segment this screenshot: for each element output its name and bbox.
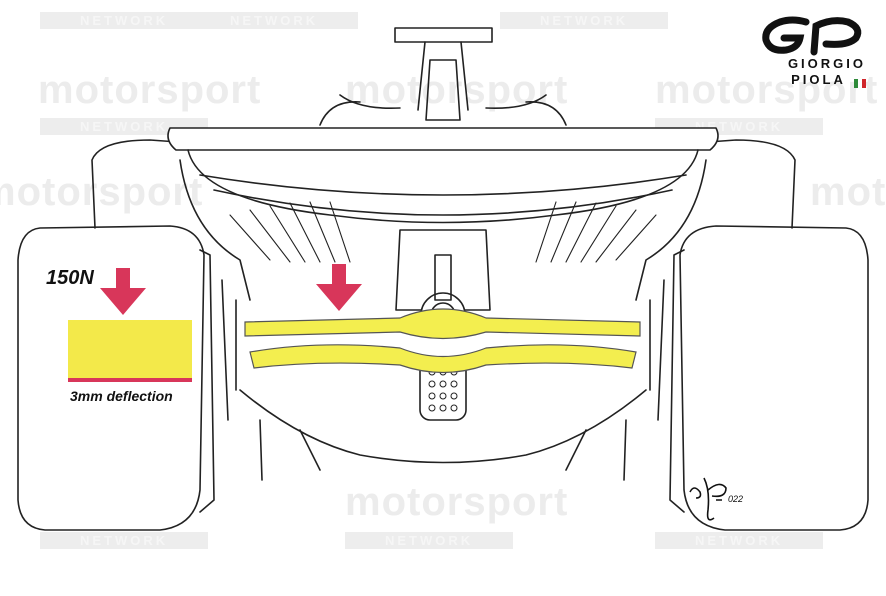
watermark-brand: motorsport — [810, 170, 886, 214]
logo-name-last: PIOLA — [791, 72, 846, 87]
gp-monogram-icon — [762, 16, 862, 56]
highlighted-beam-elements — [244, 308, 641, 374]
watermark-brand: motorsport — [655, 68, 879, 112]
deflection-block — [68, 320, 192, 378]
watermark-network: NETWORK — [40, 532, 209, 549]
watermark-network: NETWORK — [190, 12, 359, 29]
italian-flag-icon — [854, 76, 866, 89]
upper-beam-highlight — [244, 308, 641, 340]
force-label: 150N — [46, 267, 94, 289]
signature-year: 022 — [728, 494, 744, 504]
watermark-network: NETWORK — [655, 532, 824, 549]
force-arrows — [100, 264, 362, 315]
logo-name-second-row: PIOLA — [754, 72, 866, 89]
right-rear-tyre — [679, 225, 869, 531]
deflection-block-base — [68, 378, 192, 382]
watermark-network: NETWORK — [345, 532, 514, 549]
watermark-network: NETWORK — [40, 12, 209, 29]
watermark-network: NETWORK — [40, 118, 209, 135]
force-arrow-left — [100, 268, 146, 315]
giorgio-piola-logo: GIORGIO PIOLA — [754, 14, 866, 89]
watermark-brand: motorsport — [38, 68, 262, 112]
watermark-network: NETWORK — [500, 12, 669, 29]
deflection-label: 3mm deflection — [70, 388, 173, 404]
lower-beam-highlight — [249, 344, 637, 374]
artist-signature: 022 — [686, 470, 746, 531]
rear-wing-mainplane — [167, 127, 719, 151]
watermark-brand: motorsport — [345, 68, 569, 112]
signature-mark-icon — [689, 477, 727, 521]
force-arrow-center — [316, 264, 362, 311]
watermark-brand: motorsport — [345, 480, 569, 524]
watermark-brand: motorsport — [0, 170, 204, 214]
logo-name-first: GIORGIO — [787, 56, 866, 71]
